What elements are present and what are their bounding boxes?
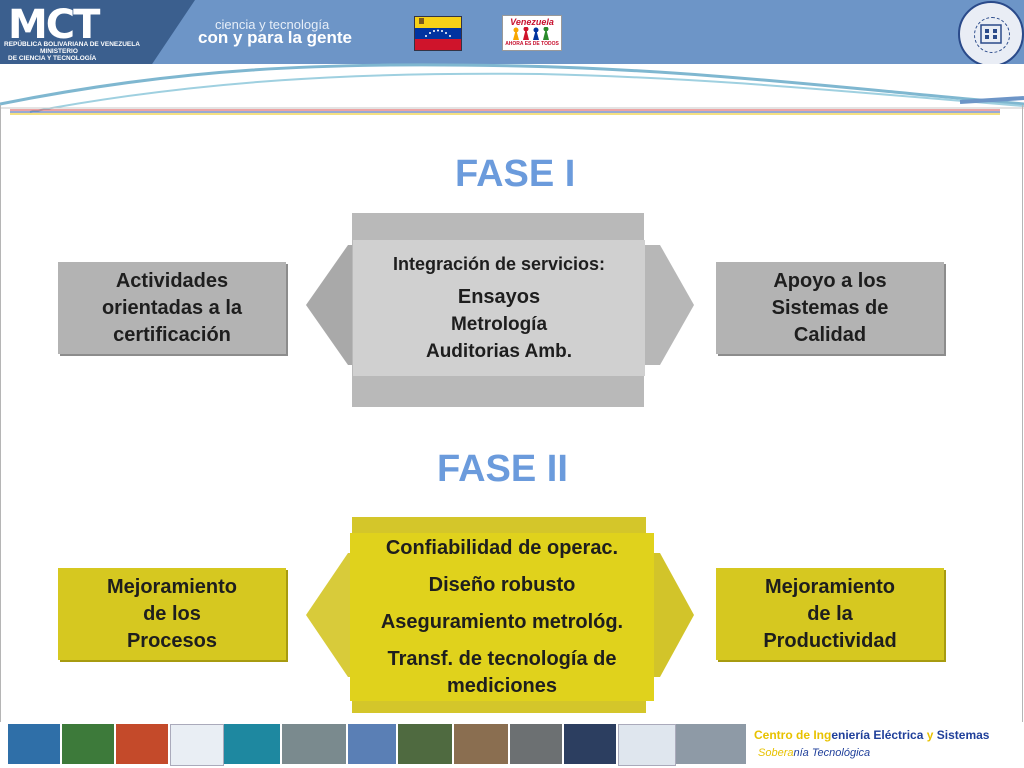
footer-thumbnail-9 (454, 724, 508, 764)
fase-1-center-line-4: Auditorias Amb. (425, 341, 573, 362)
slogan-line-2: con y para la gente (198, 28, 352, 47)
footer-thumbnail-5 (224, 724, 280, 764)
footer-org-part-2: eniería (831, 728, 874, 742)
decorative-swoosh (0, 63, 1024, 115)
header-banner: MCT REPÚBLICA BOLIVARIANA DE VENEZUELA M… (0, 0, 1024, 64)
fase-1-right-line-1: Apoyo a los (773, 269, 887, 292)
footer-thumbnail-1 (8, 724, 60, 764)
venezuela-ahora-es-de-todos-logo: Venezuela AHORA ES DE TODOS (502, 15, 562, 51)
mct-logo: MCT (8, 2, 100, 48)
fase-1-right-box: Apoyo a los Sistemas de Calidad (716, 262, 944, 354)
footer-org-name: Centro de Ingeniería Eléctrica y Sistema… (754, 728, 989, 742)
fase-2-center-line-1: Confiabilidad de operac. (385, 536, 619, 559)
footer-org-part-1: Centro de Ing (754, 728, 832, 742)
footer-org-part-5: Sistemas (936, 728, 990, 742)
foundation-seal-icon (958, 1, 1024, 64)
footer-thumbnail-6 (282, 724, 346, 764)
seal-inner-ring (974, 17, 1010, 53)
frame-right-line (1022, 105, 1023, 755)
footer-thumbnail-11 (564, 724, 616, 764)
fase-2-center-line-3: Aseguramiento metrológ. (380, 610, 624, 633)
footer-org-part-4: y (923, 728, 937, 742)
slogan-line-1: ciencia y tecnología (215, 17, 330, 32)
ministry-line-3: DE CIENCIA Y TECNOLOGÍA (8, 55, 97, 62)
fase-2-center-line-2: Diseño robusto (428, 573, 576, 596)
fase-2-center-line-4: Transf. de tecnología de (387, 647, 617, 670)
vzla-logo-sub: AHORA ES DE TODOS (505, 41, 559, 47)
fase-2-right-line-1: Mejoramiento (764, 575, 896, 598)
fase-2-right-box: Mejoramiento de la Productividad (716, 568, 944, 660)
footer-org-part-3: Eléctrica (873, 728, 924, 742)
fase-2-title: FASE II (437, 448, 568, 490)
frame-left-line (0, 105, 1, 755)
footer-thumbnail-3 (116, 724, 168, 764)
fase-1-center-box: Integración de servicios: Ensayos Metrol… (353, 240, 645, 376)
footer-tagline-part-1: Sobera (758, 747, 794, 759)
fase-1-left-line-1: Actividades (115, 269, 229, 292)
ministry-line-1: REPÚBLICA BOLIVARIANA DE VENEZUELA (4, 41, 140, 48)
footer-thumbnail-8 (398, 724, 452, 764)
footer-thumbnail-7 (348, 724, 396, 764)
fase-2-left-line-2: de los (143, 602, 201, 625)
fase-2-left-line-3: Procesos (126, 629, 218, 652)
fase-1-center-line-1: Integración de servicios: (392, 254, 606, 274)
footer-thumbnail-10 (510, 724, 562, 764)
people-figures-icon (513, 27, 549, 40)
fase-1-left-line-3: certificación (113, 323, 231, 346)
fase-1-left-line-2: orientadas a la (101, 296, 243, 319)
fase-2-left-box: Mejoramiento de los Procesos (58, 568, 286, 660)
fase-2-right-line-2: de la (807, 602, 853, 625)
fase-2-center-line-5: mediciones (446, 674, 558, 697)
footer-tagline: Soberanía Tecnológica (758, 747, 870, 759)
fase-2-left-line-1: Mejoramiento (106, 575, 238, 598)
ministry-line-2: MINISTERIO (40, 48, 78, 55)
fase-1-center-line-2: Ensayos (457, 286, 541, 308)
fase-1-center-line-3: Metrología (450, 314, 548, 335)
fase-1-right-line-3: Calidad (793, 323, 867, 346)
fase-1-title: FASE I (455, 153, 576, 195)
footer-thumbnail-13 (676, 724, 746, 764)
footer-tagline-part-2: nía Tecnológica (793, 747, 871, 759)
vzla-logo-title: Venezuela (510, 17, 554, 27)
footer-thumbnail-4 (170, 724, 224, 766)
fase-2-center-box: Confiabilidad de operac. Diseño robusto … (350, 533, 654, 701)
footer-thumbnail-2 (62, 724, 114, 764)
fase-1-left-box: Actividades orientadas a la certificació… (58, 262, 286, 354)
venezuela-flag-icon (414, 16, 462, 51)
fase-1-right-line-2: Sistemas de (771, 296, 889, 319)
footer-thumbnail-12 (618, 724, 676, 766)
seal-emblem-icon (980, 24, 1002, 44)
fase-2-right-line-3: Productividad (763, 629, 897, 652)
